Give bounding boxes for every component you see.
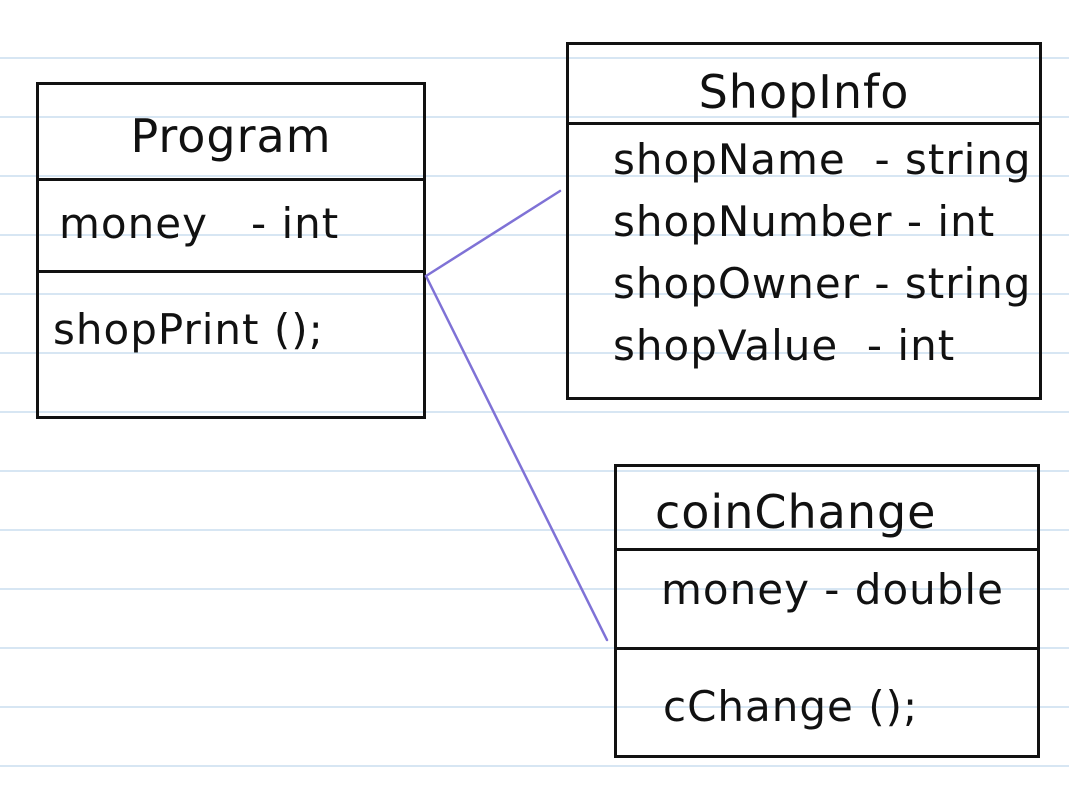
program-method-shopprint: shopPrint (); xyxy=(53,305,324,354)
coinchange-class-name: coinChange xyxy=(655,485,937,539)
shopinfo-attribute-shopnumber: shopNumber - int xyxy=(613,197,996,246)
shopinfo-attribute-shopname: shopName - string xyxy=(613,135,1032,184)
shopinfo-attribute-shopowner: shopOwner - string xyxy=(613,259,1032,308)
connector-program-shopinfo xyxy=(424,189,562,278)
program-class-attributes: money - int xyxy=(39,181,423,273)
coinchange-class-attributes: money - double xyxy=(617,551,1037,650)
coinchange-class-header: coinChange xyxy=(617,467,1037,551)
program-attribute-money: money - int xyxy=(59,199,340,248)
coinchange-method-cchange: cChange (); xyxy=(663,682,919,731)
connector-program-coinchange xyxy=(424,274,609,642)
coinchange-attribute-money: money - double xyxy=(661,565,1004,614)
shopinfo-class-attributes: shopName - string shopNumber - int shopO… xyxy=(569,125,1039,377)
coinchange-class-methods: cChange (); xyxy=(617,650,1037,736)
shopinfo-class-box[interactable]: ShopInfo shopName - string shopNumber - … xyxy=(566,42,1042,400)
coinchange-class-box[interactable]: coinChange money - double cChange (); xyxy=(614,464,1040,758)
program-class-name: Program xyxy=(130,109,332,163)
program-class-header: Program xyxy=(39,85,423,181)
shopinfo-attribute-shopvalue: shopValue - int xyxy=(613,321,956,370)
shopinfo-class-header: ShopInfo xyxy=(569,45,1039,125)
program-class-box[interactable]: Program money - int shopPrint (); xyxy=(36,82,426,419)
shopinfo-class-name: ShopInfo xyxy=(698,65,910,119)
program-class-methods: shopPrint (); xyxy=(39,273,423,416)
